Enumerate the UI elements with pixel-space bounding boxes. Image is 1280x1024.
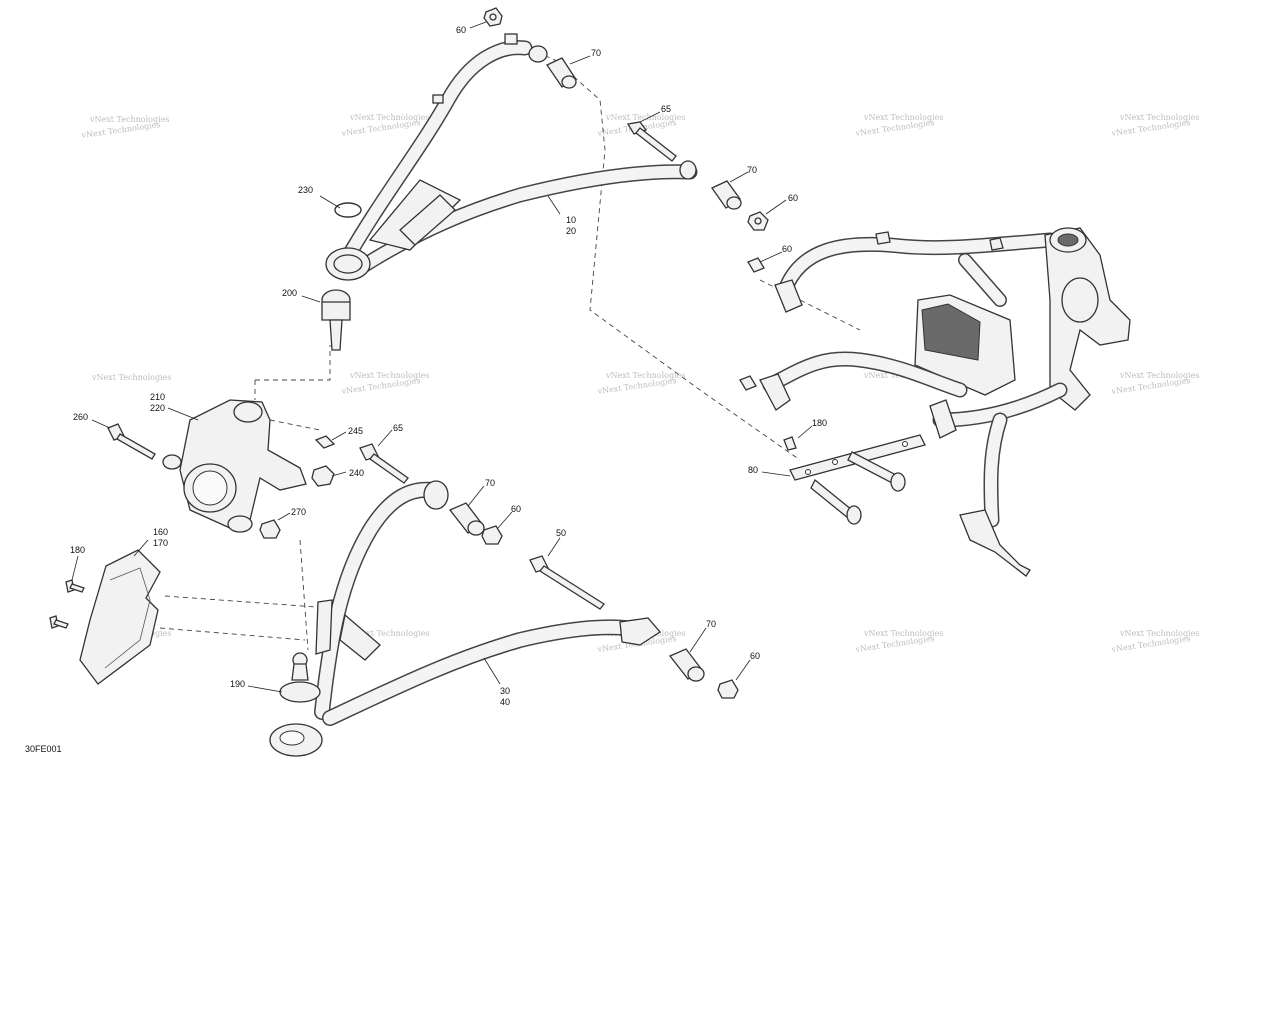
callout-180: 180 (70, 545, 85, 555)
nut-knuckle (311, 465, 335, 487)
bolt-lower-arm (359, 443, 409, 484)
callout-20: 20 (566, 226, 576, 236)
watermark: vNext Technologies (863, 629, 943, 638)
callout-70: 70 (485, 478, 495, 488)
watermark: vNext Technologies (1119, 113, 1199, 122)
bolt-lower-rear (529, 555, 605, 610)
callout-80: 80 (748, 465, 758, 475)
callout-30: 30 (500, 686, 510, 696)
pin-upper (847, 451, 906, 492)
callout-245: 245 (348, 426, 363, 436)
callout-60: 60 (788, 193, 798, 203)
bolt-knuckle (107, 423, 156, 460)
watermark: vNext Technologies (349, 113, 429, 122)
steering-knuckle (162, 399, 307, 533)
watermark: vNext Technologies (605, 371, 685, 380)
callout-65: 65 (661, 104, 671, 114)
watermark-layer: vNext Technologies vNext Technologies vN… (80, 113, 1199, 654)
callout-40: 40 (500, 697, 510, 707)
callout-50: 50 (556, 528, 566, 538)
bushing-lower-rear (668, 648, 705, 682)
watermark: vNext Technologies (89, 115, 169, 124)
callout-65: 65 (393, 423, 403, 433)
callout-190: 190 (230, 679, 245, 689)
leader-lines (71, 21, 813, 693)
callout-260: 260 (73, 412, 88, 422)
callout-230: 230 (298, 185, 313, 195)
nut-lower-front (481, 525, 503, 545)
callout-70: 70 (591, 48, 601, 58)
watermark: vNext Technologies (91, 373, 171, 382)
callout-60: 60 (782, 244, 792, 254)
figure-id: 30FE001 (25, 744, 62, 754)
callout-270: 270 (291, 507, 306, 517)
bushing-upper-front (546, 57, 577, 89)
watermark: vNext Technologies (349, 629, 429, 638)
watermark: vNext Technologies (863, 113, 943, 122)
callout-220: 220 (150, 403, 165, 413)
bushing-upper-rear (711, 180, 742, 210)
nut-lower-rear (717, 679, 739, 699)
bolt-guard-lower (49, 615, 69, 629)
ball-joint-upper (321, 289, 351, 351)
callout-60: 60 (750, 651, 760, 661)
callout-60: 60 (456, 25, 466, 35)
washer-knuckle (314, 435, 336, 449)
protection-plate (79, 549, 161, 685)
assembled-suspension (739, 227, 1131, 577)
nut-upper-rear (747, 211, 769, 231)
callout-160: 160 (153, 527, 168, 537)
ball-joint-lower (279, 652, 321, 703)
callout-10: 10 (566, 215, 576, 225)
callout-170: 170 (153, 538, 168, 548)
watermark: vNext Technologies (1119, 371, 1199, 380)
bolt-link-plate (783, 436, 797, 451)
watermark: vNext Technologies (605, 113, 685, 122)
watermark: vNext Technologies (349, 371, 429, 380)
bolt-upper (626, 121, 677, 162)
lower-a-arm (269, 480, 661, 757)
bolt-guard-upper (65, 579, 85, 593)
callout-200: 200 (282, 288, 297, 298)
callout-labels: 60 70 65 70 60 10 20 230 200 60 210 220 … (70, 25, 827, 707)
assembly-lines (159, 44, 861, 651)
nut-upper-front (483, 7, 503, 27)
retaining-ring (334, 202, 362, 218)
upper-a-arm (325, 33, 698, 281)
callout-70: 70 (747, 165, 757, 175)
pin-lower (810, 478, 862, 525)
bushing-lower-front (448, 502, 485, 536)
callout-60: 60 (511, 504, 521, 514)
callout-240: 240 (349, 468, 364, 478)
callout-210: 210 (150, 392, 165, 402)
callout-70: 70 (706, 619, 716, 629)
nut-knuckle-lower (259, 519, 281, 539)
watermark: vNext Technologies (1119, 629, 1199, 638)
callout-180: 180 (812, 418, 827, 428)
